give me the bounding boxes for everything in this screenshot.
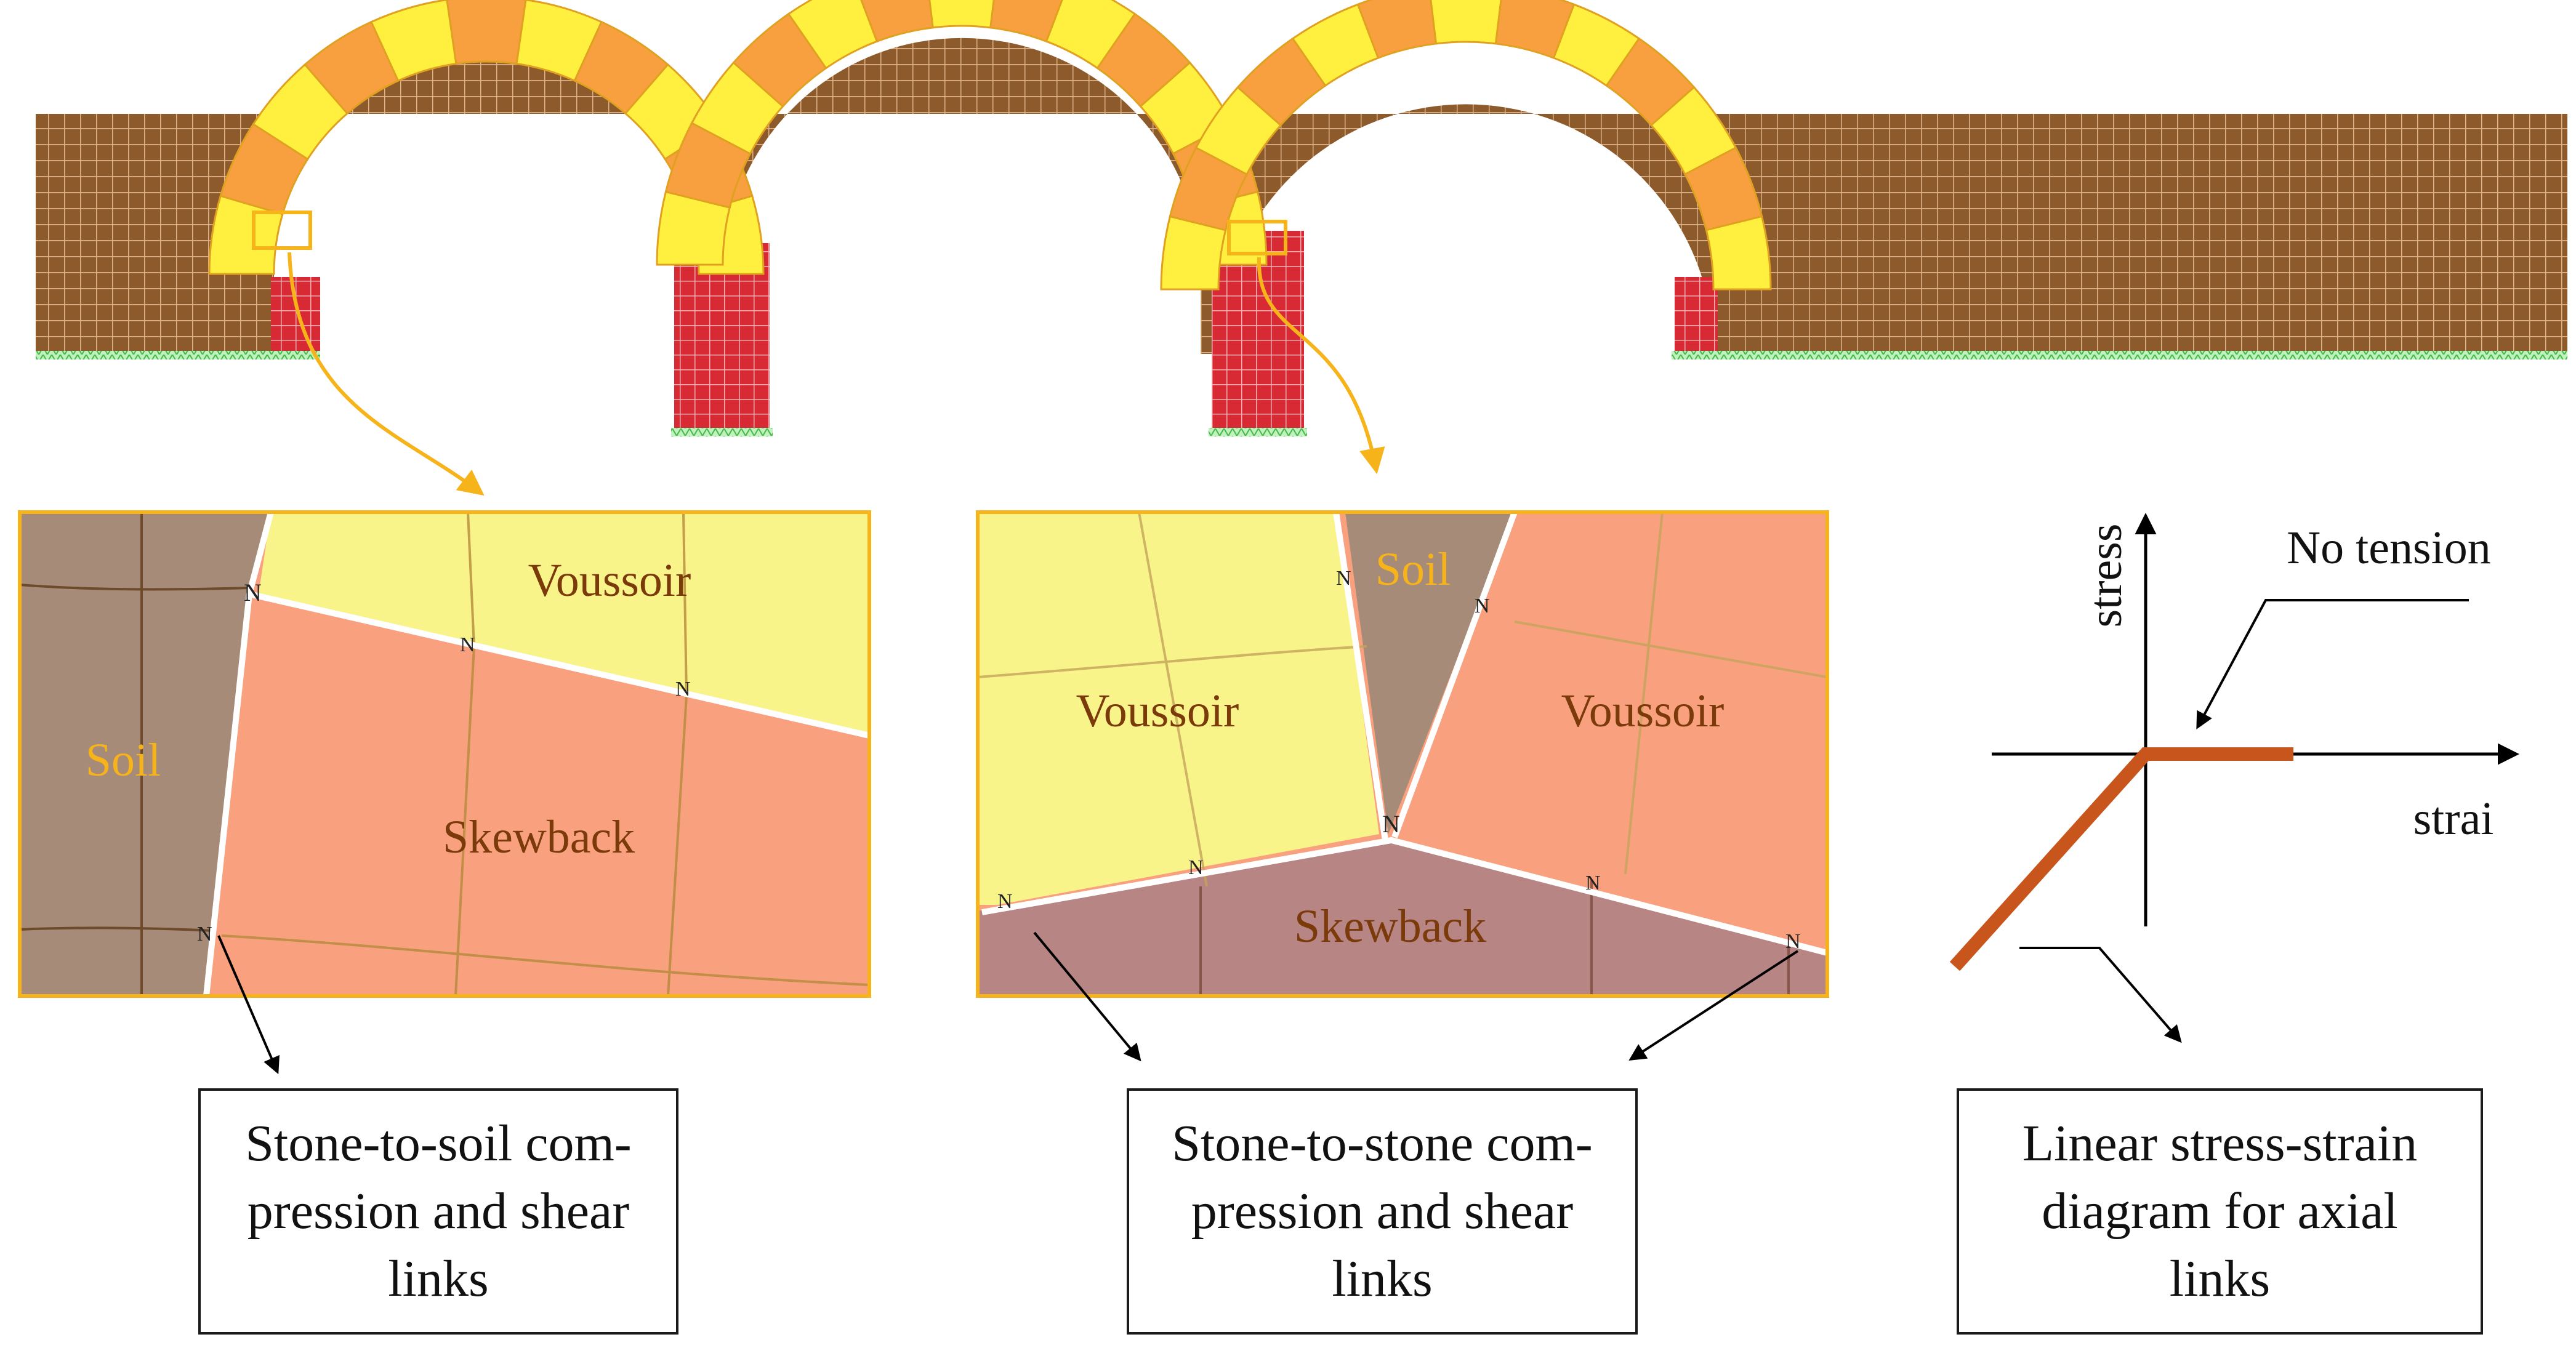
- svg-text:N: N: [675, 678, 691, 701]
- voussoir-region: [259, 512, 869, 736]
- svg-text:N: N: [1475, 595, 1490, 617]
- fixed-support-icon: [671, 428, 773, 436]
- spring-link-icon: N N N N: [197, 579, 691, 945]
- voussoir-segment: [1705, 215, 1772, 291]
- voussoir-left-label: Voussoir: [1076, 685, 1239, 737]
- fixed-support-icon: [36, 351, 320, 359]
- caption-stone-to-soil: Stone-to-soil com- pression and shear li…: [198, 1088, 678, 1335]
- fixed-supports: [36, 351, 2567, 436]
- strain-axis-label: strai: [2413, 793, 2494, 845]
- constitutive-law-line: [1949, 747, 2293, 971]
- svg-text:N: N: [1585, 872, 1601, 894]
- svg-text:N: N: [1785, 930, 1801, 953]
- no-tension-leader: [2196, 599, 2469, 729]
- skewback-label: Skewback: [1294, 901, 1486, 952]
- svg-text:N: N: [460, 633, 475, 656]
- stress-axis-label: stress: [2080, 524, 2131, 628]
- callout-marker-right: [1227, 220, 1287, 255]
- caption-leaders: [217, 931, 1799, 1075]
- voussoir-segment: [860, 0, 934, 43]
- bridge-model: [36, 0, 2567, 496]
- caption-stone-to-stone: Stone-to-stone com- pression and shear l…: [1127, 1088, 1638, 1335]
- caption-stress-strain-text: Linear stress-strain diagram for axial l…: [2022, 1115, 2418, 1307]
- svg-text:N: N: [1382, 810, 1400, 838]
- spring-link-icon: N N N N N N N: [997, 567, 1801, 953]
- soil-region: [1345, 512, 1515, 834]
- arch-rings: [208, 0, 1772, 291]
- voussoir-segment: [446, 0, 527, 65]
- svg-text:N: N: [997, 890, 1013, 913]
- caption-stone-to-soil-text: Stone-to-soil com- pression and shear li…: [245, 1115, 632, 1307]
- voussoir-right-label: Voussoir: [1561, 685, 1725, 737]
- skewback-label: Skewback: [443, 811, 635, 863]
- abutment-right: [1675, 277, 1718, 354]
- voussoir-segment: [1430, 0, 1502, 45]
- svg-text:N: N: [1188, 856, 1204, 879]
- detail-panel-stone-to-soil: N N N N Voussoir Soil Skewback: [18, 510, 871, 998]
- callout-arrow-right: [1257, 257, 1385, 475]
- voussoir-label: Voussoir: [528, 555, 691, 606]
- caption-stone-to-stone-text: Stone-to-stone com- pression and shear l…: [1172, 1115, 1593, 1307]
- soil-region: [20, 512, 271, 996]
- soil-label: Soil: [86, 734, 161, 786]
- svg-text:N: N: [197, 923, 212, 945]
- detail-panel-stone-to-stone: N N N N N N N Voussoir Soil Voussoir Ske…: [976, 510, 1829, 998]
- svg-text:N: N: [244, 579, 262, 606]
- stress-strain-diagram: stress strai No tension: [1949, 513, 2519, 1043]
- fixed-support-icon: [1209, 428, 1307, 436]
- voussoir-left-region: [978, 512, 1379, 905]
- caption-stress-strain: Linear stress-strain diagram for axial l…: [1957, 1088, 2483, 1335]
- fixed-support-icon: [1672, 351, 2567, 359]
- callout-arrow-left: [288, 252, 485, 496]
- law-leader: [2019, 947, 2182, 1043]
- soil-label: Soil: [1375, 544, 1451, 595]
- callout-marker-left: [252, 211, 312, 250]
- svg-text:N: N: [1336, 567, 1351, 590]
- voussoir-segment: [928, 0, 995, 29]
- abutment-left: [271, 277, 320, 354]
- no-tension-label: No tension: [2287, 522, 2490, 574]
